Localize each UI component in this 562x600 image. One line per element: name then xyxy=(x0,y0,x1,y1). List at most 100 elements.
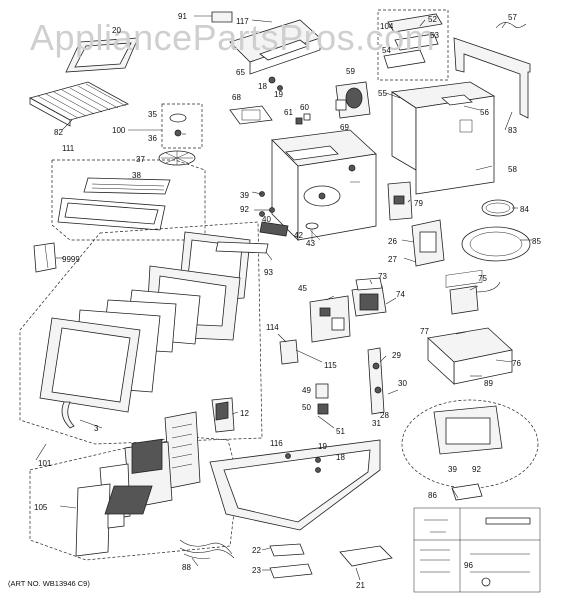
callout: 30 xyxy=(398,379,407,388)
callout: 50 xyxy=(302,403,311,412)
part-switch-114 xyxy=(279,339,323,365)
callout: 116 xyxy=(270,439,283,448)
callout: 79 xyxy=(414,199,423,208)
part-housing-26 xyxy=(411,219,445,267)
callout: 74 xyxy=(396,290,405,299)
part-turntable-support-43 xyxy=(305,222,319,240)
part-control-panel xyxy=(75,411,201,557)
callout: 39 xyxy=(448,465,457,474)
part-hardware-86 xyxy=(420,483,531,587)
callout: 23 xyxy=(252,566,261,575)
callout: 61 xyxy=(284,108,293,117)
callout: 12 xyxy=(240,409,249,418)
callout: 105 xyxy=(34,503,48,512)
callout: 65 xyxy=(236,68,245,77)
part-turntable-coupler xyxy=(158,113,196,166)
part-bottom-plate xyxy=(104,439,381,531)
part-vent-grille xyxy=(57,177,171,231)
part-glass-tray-85 xyxy=(461,226,531,262)
part-choke-93 xyxy=(215,241,269,254)
callout: 19 xyxy=(318,442,327,451)
part-pcb-45 xyxy=(309,295,351,343)
callout: 9999 xyxy=(62,255,80,264)
callout: 96 xyxy=(464,561,473,570)
callout: 53 xyxy=(430,31,439,40)
callout: 36 xyxy=(148,134,157,143)
part-cavity xyxy=(271,129,377,241)
callout: 55 xyxy=(378,89,387,98)
part-stir-cover-42 xyxy=(259,221,289,237)
callout: 117 xyxy=(236,17,249,26)
callout: 92 xyxy=(240,205,249,214)
callout-labels: 91 117 104 52 53 57 54 65 18 19 59 55 56… xyxy=(34,12,541,590)
group-box-111 xyxy=(51,159,206,241)
hardware-kit-box xyxy=(413,507,541,593)
part-control-board-79 xyxy=(387,181,413,221)
callout: 19 xyxy=(274,90,283,99)
callout: 37 xyxy=(136,155,145,164)
callout: 82 xyxy=(54,128,63,137)
watermark-text: AppliancePartsPros.com xyxy=(30,17,435,58)
part-grille-21 xyxy=(339,545,393,567)
callout: 57 xyxy=(508,13,517,22)
callout: 40 xyxy=(262,215,271,224)
callout: 60 xyxy=(300,103,309,112)
callout: 88 xyxy=(182,563,191,572)
group-box-104 xyxy=(377,9,449,81)
part-roller-ring-84 xyxy=(481,199,515,217)
callout: 101 xyxy=(38,459,52,468)
leader-lines xyxy=(35,15,532,581)
part-manual-9999 xyxy=(33,242,57,273)
callout: 73 xyxy=(378,272,387,281)
part-outer-case-58 xyxy=(390,81,496,195)
part-hardware-60-61 xyxy=(295,113,311,125)
callout: 93 xyxy=(264,268,273,277)
part-vent-housing xyxy=(433,405,503,455)
part-waveguide-65 xyxy=(229,19,321,75)
callout: 31 xyxy=(372,419,381,428)
group-box-101 xyxy=(19,221,263,445)
part-fan-motor-59 xyxy=(335,81,371,119)
part-interlock-28 xyxy=(367,347,385,415)
part-filter-20 xyxy=(65,37,139,73)
part-base-plate-76 xyxy=(427,269,513,385)
callout: 18 xyxy=(258,82,267,91)
callout: 85 xyxy=(532,237,541,246)
callout: 92 xyxy=(472,465,481,474)
callout: 49 xyxy=(302,386,311,395)
part-door-handle-3 xyxy=(61,401,75,429)
callout: 18 xyxy=(336,453,345,462)
art-number: (ART NO. WB13946 C9) xyxy=(8,579,90,588)
callout: 69 xyxy=(340,123,349,132)
callout: 42 xyxy=(294,231,303,240)
callout: 29 xyxy=(392,351,401,360)
callout: 89 xyxy=(484,379,493,388)
part-bracket-12 xyxy=(211,397,235,433)
callout: 83 xyxy=(508,126,517,135)
part-clip-91 xyxy=(211,11,233,23)
callout: 20 xyxy=(112,26,121,35)
part-transformer-75 xyxy=(449,281,501,315)
callout: 86 xyxy=(428,491,437,500)
callout: 104 xyxy=(380,22,394,31)
callout: 43 xyxy=(306,239,315,248)
callout: 68 xyxy=(232,93,241,102)
callout: 76 xyxy=(512,359,521,368)
callout: 77 xyxy=(420,327,429,336)
callout: 114 xyxy=(266,323,279,332)
callout: 59 xyxy=(346,67,355,76)
callout: 111 xyxy=(62,144,75,153)
callout: 3 xyxy=(94,424,99,433)
callout: 28 xyxy=(380,411,389,420)
callout: 75 xyxy=(478,274,487,283)
part-mounting-plate-83 xyxy=(453,37,531,119)
callout: 38 xyxy=(132,171,141,180)
callout: 91 xyxy=(178,12,187,21)
part-filter-22-23 xyxy=(269,543,313,579)
callout: 100 xyxy=(112,126,126,135)
callout: 27 xyxy=(388,255,397,264)
callout: 21 xyxy=(356,581,365,590)
callout: 56 xyxy=(480,108,489,117)
part-cover-68 xyxy=(229,105,273,125)
